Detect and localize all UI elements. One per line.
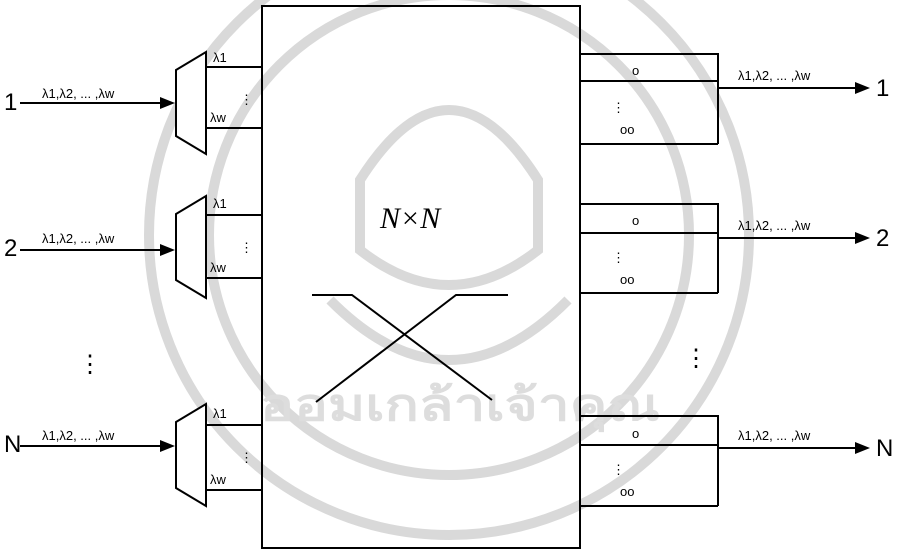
buffer-top-label: o <box>632 63 639 78</box>
output-wavelengths: λ1,λ2, ... ,λw <box>738 68 811 83</box>
output-buffer-top <box>580 204 718 233</box>
watermark-text: ออมเกล้าเจ้าคุณ <box>260 380 660 433</box>
buffer-ellipsis: ⋮ <box>612 462 625 477</box>
output-port-label: 1 <box>876 75 889 102</box>
input-wavelengths: λ1,λ2, ... ,λw <box>42 428 115 443</box>
demux-bottom-wavelength: λw <box>210 472 227 487</box>
input-ellipsis: ⋮ <box>78 351 102 378</box>
input-port-1: 1 λ1,λ2, ... ,λw λ1 λw ⋮ <box>4 50 262 154</box>
demultiplexer <box>176 196 206 298</box>
buffer-bottom-label: oo <box>620 272 634 287</box>
input-port-n: N λ1,λ2, ... ,λw λ1 λw ⋮ <box>4 404 262 506</box>
arrow-head <box>855 442 870 454</box>
buffer-top-label: o <box>632 426 639 441</box>
demux-top-wavelength: λ1 <box>213 406 227 421</box>
input-port-label: 1 <box>4 89 17 116</box>
output-wavelengths: λ1,λ2, ... ,λw <box>738 428 811 443</box>
input-wavelengths: λ1,λ2, ... ,λw <box>42 231 115 246</box>
input-port-2: 2 λ1,λ2, ... ,λw λ1 λw ⋮ <box>4 196 262 298</box>
input-wavelengths: λ1,λ2, ... ,λw <box>42 86 115 101</box>
demux-ellipsis: ⋮ <box>240 92 253 107</box>
demultiplexer <box>176 404 206 506</box>
demux-bottom-wavelength: λw <box>210 260 227 275</box>
demux-top-wavelength: λ1 <box>213 50 227 65</box>
buffer-top-label: o <box>632 213 639 228</box>
buffer-ellipsis: ⋮ <box>612 250 625 265</box>
demultiplexer <box>176 52 206 154</box>
demux-ellipsis: ⋮ <box>240 240 253 255</box>
arrow-head <box>855 232 870 244</box>
buffer-bottom-label: oo <box>620 484 634 499</box>
output-wavelengths: λ1,λ2, ... ,λw <box>738 218 811 233</box>
output-port-label: 2 <box>876 225 889 252</box>
switch-label: N×N <box>379 202 442 235</box>
input-port-label: 2 <box>4 235 17 262</box>
arrow-head <box>855 82 870 94</box>
input-port-label: N <box>4 431 21 458</box>
buffer-ellipsis: ⋮ <box>612 100 625 115</box>
output-port-2: o ⋮ oo λ1,λ2, ... ,λw 2 <box>580 204 889 293</box>
demux-top-wavelength: λ1 <box>213 196 227 211</box>
arrow-head <box>160 440 175 452</box>
output-port-label: N <box>876 435 893 462</box>
demux-bottom-wavelength: λw <box>210 110 227 125</box>
arrow-head <box>160 244 175 256</box>
buffer-bottom-label: oo <box>620 122 634 137</box>
output-ellipsis: ⋮ <box>684 345 708 372</box>
demux-ellipsis: ⋮ <box>240 450 253 465</box>
